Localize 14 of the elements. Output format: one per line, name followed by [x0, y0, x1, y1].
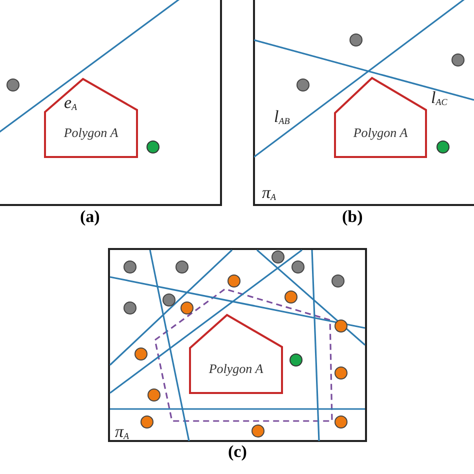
math-symbol: l$_{AB}$ [274, 108, 290, 125]
pentagon-shape [335, 78, 426, 157]
panel-caption: (c) [228, 443, 247, 460]
math-symbol: l$_{AC}$ [431, 89, 448, 106]
math-symbol: π$_{A}$ [262, 184, 276, 201]
panel-caption: (b) [342, 208, 363, 225]
panel-caption: (a) [80, 208, 100, 225]
polygon-label: Polygon A [208, 362, 264, 375]
polygon-label: Polygon A [353, 126, 408, 139]
pentagon-shape [190, 315, 282, 393]
polygon-label: Polygon A [64, 126, 118, 139]
pentagon-shape [45, 79, 137, 157]
math-symbol: e$_{A}$ [64, 94, 78, 111]
math-symbol: π$_{A}$ [115, 423, 130, 440]
